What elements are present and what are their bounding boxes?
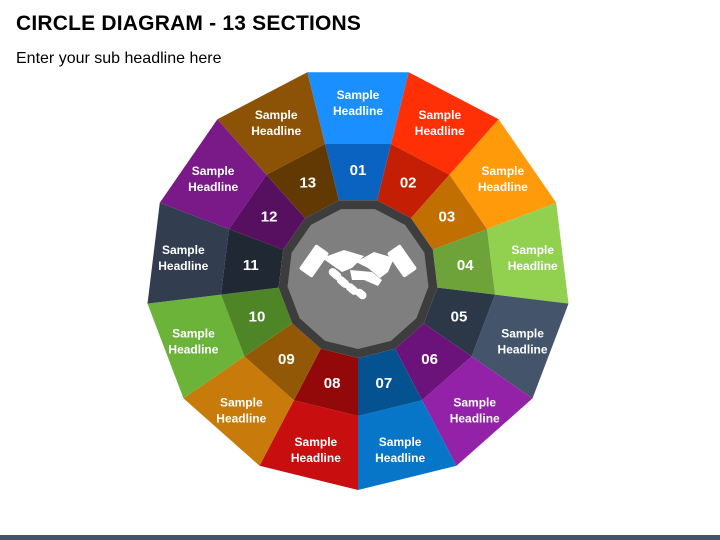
segment-03-inner [411, 174, 487, 250]
segment-13-inner [266, 144, 339, 219]
segment-12-inner [229, 174, 305, 250]
segment-02-outer [391, 72, 499, 175]
segment-09-number: 09 [278, 351, 295, 368]
segment-04-number: 04 [457, 257, 474, 274]
segment-07-outer [358, 400, 457, 490]
page-title: CIRCLE DIAGRAM - 13 SECTIONS [16, 12, 362, 35]
segment-05-inner [423, 287, 495, 357]
segment-03-number: 03 [439, 209, 456, 226]
segment-05-number: 05 [451, 308, 468, 325]
segment-02-inner [377, 144, 450, 219]
handshake-icon [299, 244, 417, 300]
segment-06-inner [395, 323, 472, 401]
segment-05-outer [471, 294, 569, 399]
footer-bar [0, 535, 720, 540]
center-hub [278, 200, 438, 358]
segment-13-number: 13 [299, 174, 316, 191]
segment-04-inner [432, 229, 495, 295]
segment-02-number: 02 [400, 174, 417, 191]
segment-11-number: 11 [243, 257, 259, 274]
segment-01-number: 01 [350, 162, 367, 179]
segment-10-outer [147, 294, 245, 399]
segment-08-inner [293, 348, 358, 416]
segment-09-inner [244, 323, 321, 401]
segment-03-outer [449, 119, 557, 230]
page-subtitle: Enter your sub headline here [16, 50, 222, 67]
segment-12-number: 12 [261, 209, 278, 226]
segment-01-outer [307, 72, 409, 144]
segment-12-outer [159, 119, 267, 230]
segment-10-inner [221, 287, 293, 357]
segment-11-inner [221, 229, 284, 295]
segment-01-inner [325, 144, 391, 201]
segment-06-number: 06 [421, 351, 438, 368]
segment-04-outer [487, 202, 569, 304]
segment-07-inner [358, 348, 423, 416]
segment-06-outer [422, 356, 533, 466]
segment-07-number: 07 [376, 375, 393, 392]
segment-08-outer [259, 400, 358, 490]
segment-13-outer [217, 72, 325, 175]
segment-08-number: 08 [324, 375, 341, 392]
segment-11-outer [147, 202, 229, 304]
segment-09-outer [183, 356, 294, 466]
segment-10-number: 10 [249, 308, 266, 325]
